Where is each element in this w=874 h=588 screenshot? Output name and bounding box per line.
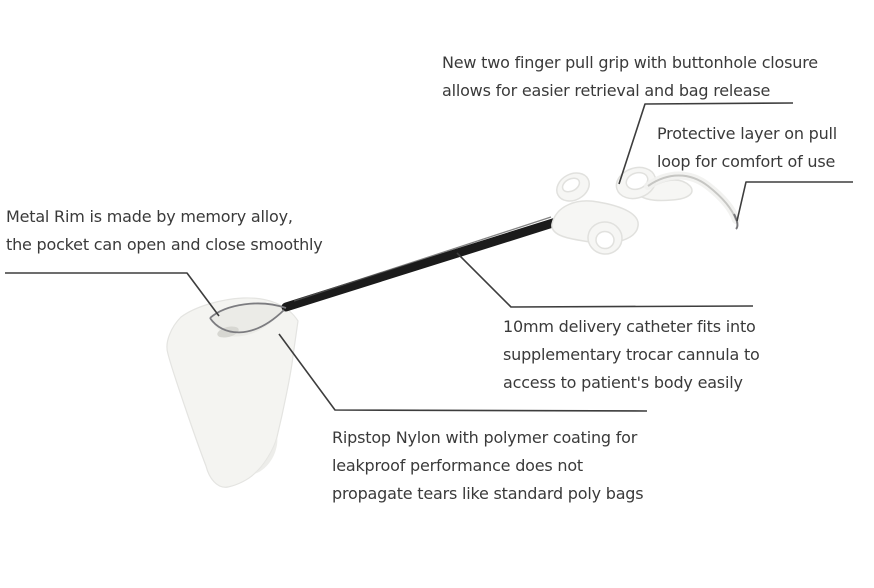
annotation-line: Protective layer on pull — [657, 124, 838, 143]
leader-pull-grip — [618, 102, 794, 185]
catheter-highlight — [293, 216, 552, 302]
delivery-catheter-shaft — [281, 217, 561, 312]
annotation-line: 10mm delivery catheter fits into — [503, 317, 756, 336]
pull-loop-cord — [647, 174, 737, 221]
annotation-line: loop for comfort of use — [657, 152, 836, 171]
annotation-pull-grip: New two finger pull grip with buttonhole… — [442, 49, 818, 105]
bag-fold-shade — [254, 437, 278, 474]
annotation-line: New two finger pull grip with buttonhole… — [442, 53, 818, 72]
annotation-line: supplementary trocar cannula to — [503, 345, 760, 364]
pull-grip — [551, 166, 693, 255]
grip-ring-bottom-hole — [595, 230, 615, 250]
annotation-protective-layer: Protective layer on pull loop for comfor… — [657, 120, 837, 176]
annotation-line: the pocket can open and close smoothly — [6, 235, 323, 254]
metal-rim-lower-wire — [209, 309, 285, 334]
pull-loop-cord-tip — [733, 213, 739, 230]
annotation-bag-material: Ripstop Nylon with polymer coating for l… — [332, 424, 644, 508]
annotation-line: Metal Rim is made by memory alloy, — [6, 207, 293, 226]
annotation-line: allows for easier retrieval and bag rele… — [442, 81, 771, 100]
grip-ring-upper-right-hole — [625, 171, 649, 191]
annotation-line: propagate tears like standard poly bags — [332, 484, 644, 503]
annotation-metal-rim: Metal Rim is made by memory alloy, the p… — [6, 203, 323, 259]
annotation-line: access to patient's body easily — [503, 373, 743, 392]
annotation-catheter: 10mm delivery catheter fits into supplem… — [503, 313, 760, 397]
annotation-line: Ripstop Nylon with polymer coating for — [332, 428, 638, 447]
leader-lines — [5, 102, 853, 412]
metal-rim — [209, 302, 287, 334]
annotation-line: leakproof performance does not — [332, 456, 584, 475]
leader-bag-material — [278, 333, 648, 412]
leader-metal-rim — [5, 272, 220, 317]
leader-catheter — [456, 252, 754, 308]
grip-ring-upper-left-hole — [561, 177, 581, 193]
leader-protective-layer — [736, 181, 853, 222]
metal-rim-upper-wire — [209, 302, 287, 319]
